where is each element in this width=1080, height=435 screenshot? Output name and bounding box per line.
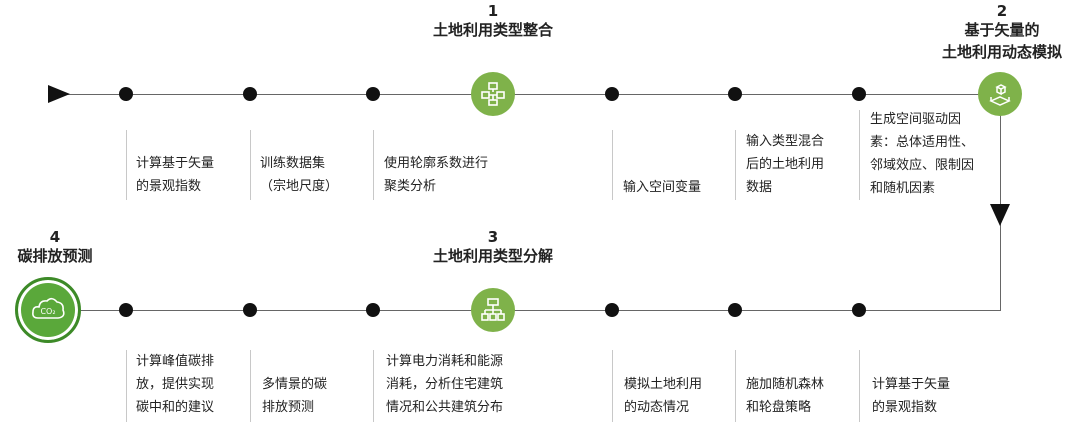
step1-number: 1: [487, 2, 499, 20]
timeline-dot: [728, 87, 742, 101]
top-desc-5: 输入类型混合后的土地利用数据: [746, 134, 825, 195]
svg-text:CO₂: CO₂: [40, 307, 55, 316]
step2-hub: [978, 72, 1022, 116]
top-timeline: [60, 94, 1000, 95]
desc-divider: [126, 350, 127, 422]
desc-divider: [859, 110, 860, 200]
bottom-desc-4: 模拟土地利用的动态情况: [624, 377, 703, 415]
timeline-dot: [605, 303, 619, 317]
timeline-dot: [243, 87, 257, 101]
step2-number: 2: [996, 2, 1008, 20]
workflow-icon: [481, 82, 505, 106]
desc-divider: [250, 350, 251, 422]
desc-divider: [373, 130, 374, 200]
down-arrow-icon: [990, 204, 1010, 226]
desc-divider: [126, 130, 127, 200]
timeline-dot: [119, 303, 133, 317]
desc-divider: [735, 130, 736, 200]
timeline-dot: [243, 303, 257, 317]
co2-cloud-icon: CO₂: [32, 297, 65, 319]
timeline-dot: [119, 87, 133, 101]
top-desc-4: 输入空间变量: [623, 180, 702, 195]
step3-number: 3: [487, 228, 499, 246]
timeline-dot: [605, 87, 619, 101]
start-arrow-icon: [48, 85, 70, 103]
hierarchy-icon: [481, 298, 505, 321]
bottom-desc-5: 施加随机森林和轮盘策略: [746, 377, 825, 415]
3d-model-icon: [989, 84, 1011, 106]
desc-divider: [612, 130, 613, 200]
desc-divider: [373, 350, 374, 422]
timeline-dot: [852, 87, 866, 101]
timeline-dot: [366, 87, 380, 101]
step2-title-line1: 基于矢量的: [964, 21, 1040, 39]
bottom-desc-6: 计算基于矢量的景观指数: [872, 377, 951, 415]
timeline-dot: [366, 303, 380, 317]
top-desc-3: 使用轮廓系数进行聚类分析: [384, 156, 489, 194]
step4-hub: CO₂: [15, 277, 81, 343]
desc-divider: [250, 130, 251, 200]
bottom-desc-1: 计算峰值碳排放，提供实现碳中和的建议: [136, 354, 215, 415]
step3-hub: [471, 288, 515, 332]
step4-number: 4: [49, 228, 61, 246]
desc-divider: [735, 350, 736, 422]
step3-title: 土地利用类型分解: [432, 247, 554, 265]
step2-title-line2: 土地利用动态模拟: [941, 43, 1063, 61]
top-desc-6: 生成空间驱动因素：总体适用性、邻域效应、限制因和随机因素: [870, 112, 975, 196]
timeline-dot: [728, 303, 742, 317]
desc-divider: [612, 350, 613, 422]
step1-hub: [471, 72, 515, 116]
timeline-dot: [852, 303, 866, 317]
top-desc-1: 计算基于矢量的景观指数: [136, 156, 215, 194]
step4-title: 碳排放预测: [17, 247, 93, 265]
bottom-desc-3: 计算电力消耗和能源消耗，分析住宅建筑情况和公共建筑分布: [386, 354, 504, 415]
right-connector: [1000, 94, 1001, 310]
top-desc-2: 训练数据集（宗地尺度）: [260, 156, 339, 194]
bottom-desc-2: 多情景的碳排放预测: [262, 377, 328, 415]
bottom-timeline: [48, 310, 1001, 311]
step1-title: 土地利用类型整合: [432, 21, 554, 39]
desc-divider: [859, 350, 860, 422]
